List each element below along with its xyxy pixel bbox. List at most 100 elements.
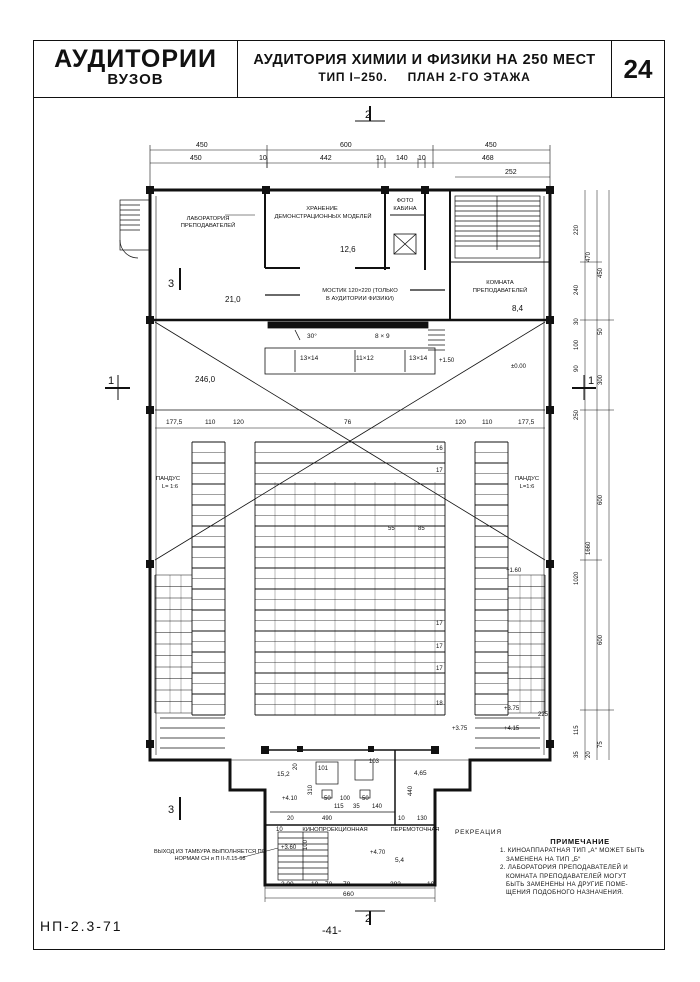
dim-booth-100: 100 [340, 796, 351, 802]
note-line-3: 2. ЛАБОРАТОРИЯ ПРЕПОДАВАТЕЛЕЙ И [500, 864, 629, 872]
elevator-shaft [393, 233, 417, 255]
drawing-title: АУДИТОРИЯ ХИМИИ И ФИЗИКИ НА 250 МЕСТ [253, 52, 596, 68]
dim-r-470: 470 [586, 251, 592, 262]
top-dimensions [149, 145, 551, 190]
dim-r-300: 300 [598, 374, 604, 385]
ramp-left-label-2: L= 1:6 [162, 484, 178, 490]
dim-r-600b: 600 [598, 634, 604, 645]
level-360: +3.60 [281, 845, 297, 851]
section-mark-left: 1 [108, 375, 114, 387]
row-count-6: 17 [436, 644, 443, 650]
section-mark-3-bottom: 3 [168, 804, 174, 816]
dim-r-20: 20 [586, 751, 592, 758]
level-000: ±0.00 [511, 364, 527, 370]
dim-r-240: 240 [574, 284, 580, 295]
area-storage: 12,6 [340, 245, 356, 254]
board-right: 13×14 [409, 355, 428, 362]
dim-r-220: 220 [574, 224, 580, 235]
level-415: +4.15 [504, 726, 520, 732]
dim-top-1: 450 [196, 142, 208, 149]
dim-mid-6: 110 [482, 419, 493, 426]
board-size: 8 × 9 [375, 333, 390, 340]
section-marks: 2 2 1 1 3 3 [105, 106, 596, 925]
equipment-101: 101 [318, 766, 329, 772]
ramp-right-label-1: ПАНДУС [515, 476, 539, 482]
dim-r-1660: 1660 [586, 541, 592, 555]
dim-mid-7: 177,5 [518, 419, 535, 426]
dim-booth-10b: 10 [276, 827, 283, 833]
structural-columns [146, 186, 554, 754]
notes-heading: ПРИМЕЧАНИЕ [550, 837, 610, 846]
rewind-room-label: ПЕРЕМОТОЧНАЯ [391, 827, 440, 833]
dim-r-115: 115 [574, 725, 580, 735]
dim-booth-35: 35 [353, 804, 360, 810]
section-mark-bottom: 2 [365, 913, 371, 925]
notes-block: ПРИМЕЧАНИЕ 1. КИНОАППАРАТНАЯ ТИП „А“ МОЖ… [500, 837, 660, 898]
dim-booth-10: 10 [398, 816, 405, 822]
dim-top-2: 600 [340, 142, 352, 149]
bottom-dimensions [264, 884, 436, 902]
dim-top2-3: 442 [320, 155, 332, 162]
room-photo-label-1: ФОТО [397, 198, 414, 204]
dim-bottom-282: 282 [390, 881, 401, 888]
level-410: +4.10 [282, 796, 298, 802]
dim-booth-100b: 100 [303, 839, 309, 850]
dim-top-3: 450 [485, 142, 497, 149]
dim-mid-1: 177,5 [166, 419, 183, 426]
level-150: +1.50 [439, 358, 455, 364]
recreation-label: РЕКРЕАЦИЯ [455, 829, 502, 836]
dim-top2-1: 450 [190, 155, 202, 162]
ramp-left-label-1: ПАНДУС [156, 476, 180, 482]
projection-booth [270, 759, 395, 813]
dim-bottom-660: 660 [343, 891, 354, 898]
dim-top-stair: 252 [505, 169, 517, 176]
bridge-label-1: МОСТИК 120×220 (ТОЛЬКО [322, 288, 398, 294]
dim-r-1020: 1020 [574, 571, 580, 585]
dim-top2-2: 10 [259, 155, 267, 162]
dim-booth-140: 140 [372, 804, 383, 810]
dim-bottom-200: 2.00 [281, 881, 294, 888]
series-subtitle: ВУЗОВ [107, 71, 164, 88]
series-title: АУДИТОРИИ [54, 45, 217, 73]
dim-booth-20: 20 [287, 816, 294, 822]
seating-rows [154, 441, 546, 749]
page-number: -41- [322, 925, 342, 937]
dim-mid-3: 120 [233, 419, 244, 426]
board-left: 13×14 [300, 355, 319, 362]
dim-top2-7: 468 [482, 155, 494, 162]
room-storage-label-2: ДЕМОНСТРАЦИОННЫХ МОДЕЛЕЙ [275, 212, 372, 220]
board-area [154, 321, 546, 561]
row-count-1: 16 [436, 446, 443, 452]
dim-mid-2: 110 [205, 419, 216, 426]
dim-booth-440: 440 [408, 785, 414, 796]
drawing-plan: ПЛАН 2-ГО ЭТАЖА [407, 70, 531, 84]
row-count-8: 18 [436, 701, 443, 707]
dim-top2-5: 140 [396, 155, 408, 162]
row-count-3: 55 [388, 526, 395, 532]
area-hall: 246,0 [195, 375, 216, 384]
dim-booth-50a: 50 [324, 796, 331, 802]
dim-mid-5: 120 [455, 419, 466, 426]
room-storage-label-1: ХРАНЕНИЕ [306, 206, 338, 212]
right-dimensions [580, 190, 614, 760]
board-center: 11×12 [356, 355, 374, 362]
dim-top2-4: 10 [376, 155, 384, 162]
dim-booth-115: 115 [334, 804, 344, 810]
equipment-103: 103 [369, 759, 380, 765]
area-rewind: 4,65 [414, 770, 427, 777]
drawing-type: ТИП I–250. [318, 70, 388, 84]
dim-booth-310: 310 [308, 784, 314, 795]
note-line-4: КОМНАТА ПРЕПОДАВАТЕЛЕЙ МОГУТ [506, 872, 627, 880]
room-photo-label-2: КАБИНА [393, 206, 416, 212]
dim-r-100: 100 [574, 339, 580, 350]
level-375-right: +3.75 [504, 706, 520, 712]
dim-r-225: 225 [538, 712, 549, 718]
note-line-5: БЫТЬ ЗАМЕНЕНЫ НА ДРУГИЕ ПОМЕ- [506, 881, 628, 889]
note-line-2: ЗАМЕНЕНА НА ТИП „Б“ [506, 855, 581, 863]
room-teachers-label-2: ПРЕПОДАВАТЕЛЕЙ [473, 286, 528, 294]
dim-mid-4: 76 [344, 419, 352, 426]
dim-r-600: 600 [598, 494, 604, 505]
dim-top2-6: 10 [418, 155, 426, 162]
